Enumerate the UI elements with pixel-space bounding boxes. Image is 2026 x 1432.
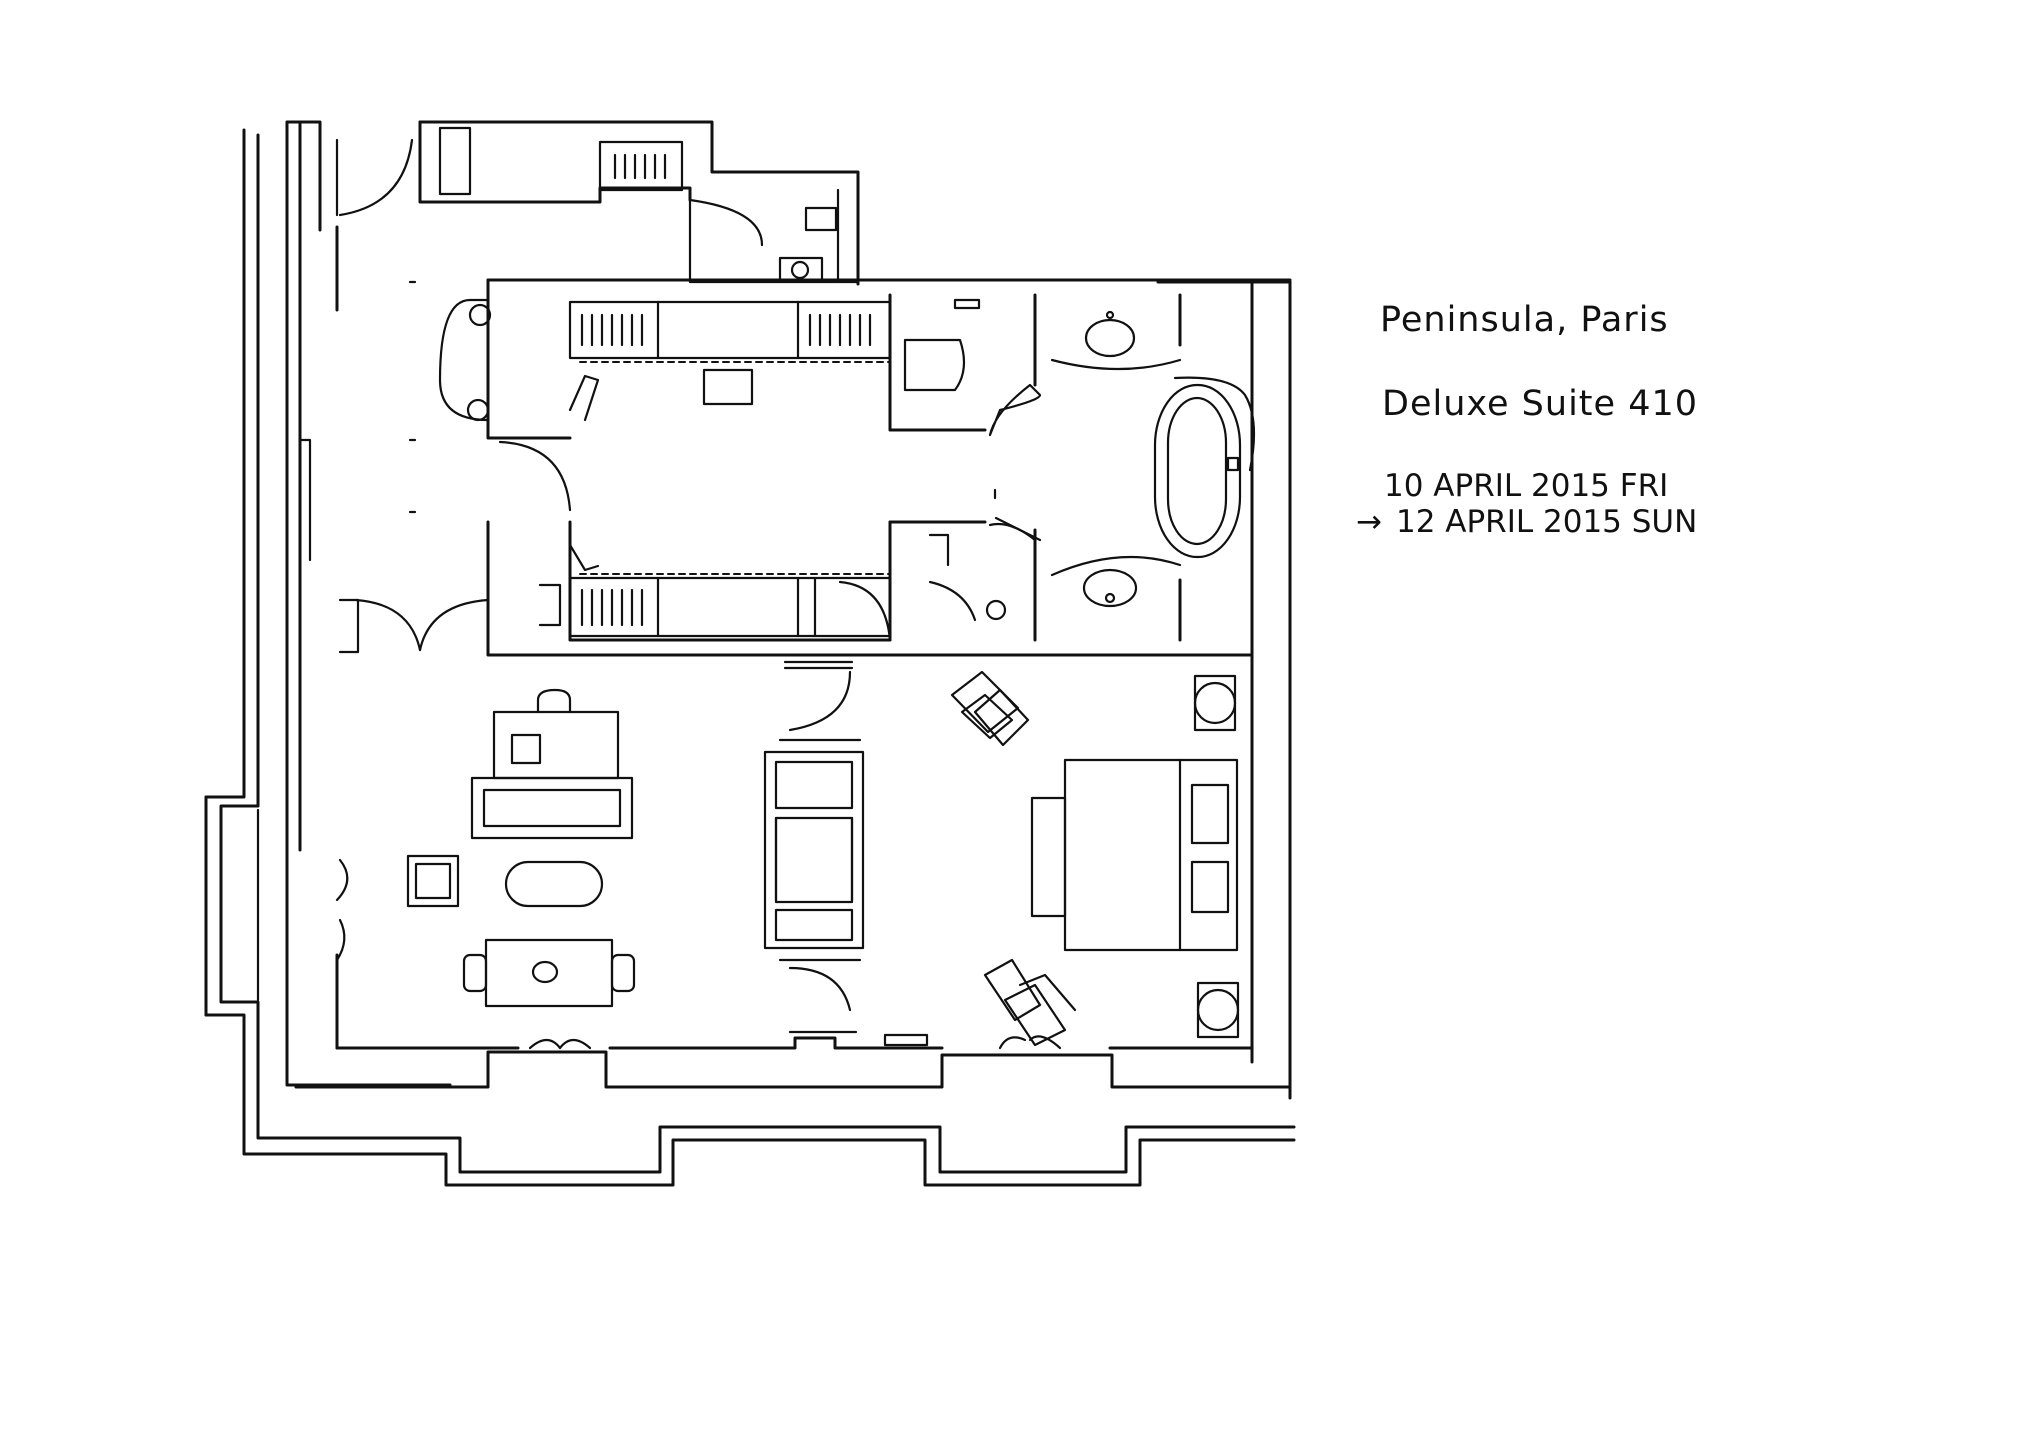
hotel-name: Peninsula, Paris xyxy=(1380,300,1669,340)
living-room xyxy=(335,660,929,1050)
check-in-date: 10 APRIL 2015 FRI xyxy=(1384,468,1669,504)
check-out-date: 12 APRIL 2015 SUN xyxy=(1395,504,1698,540)
bathroom xyxy=(888,293,1256,642)
entry-closet xyxy=(335,120,860,286)
suite-name: Deluxe Suite 410 xyxy=(1382,384,1698,424)
bedroom xyxy=(950,670,1240,1050)
check-out-line: → 12 APRIL 2015 SUN xyxy=(1356,504,1697,540)
arrow-icon: → xyxy=(1356,504,1382,540)
dressing-room xyxy=(298,278,1292,657)
